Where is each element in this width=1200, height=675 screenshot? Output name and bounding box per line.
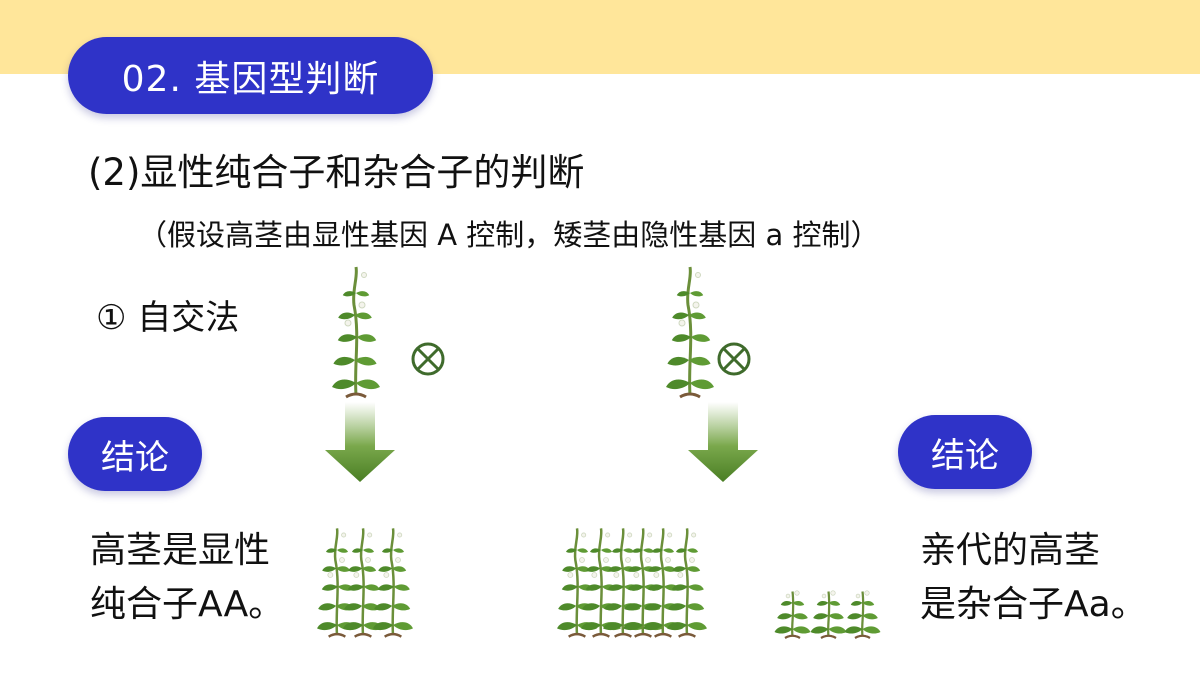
down-arrow-icon — [688, 402, 758, 482]
section-title: 02. 基因型判断 — [121, 58, 380, 100]
conclusion-label: 结论 — [101, 437, 169, 478]
pea-plant-icon — [840, 575, 885, 653]
self-cross-icon — [411, 342, 445, 376]
conclusion-line: 纯合子AA。 — [90, 584, 285, 625]
subtitle: (2)显性纯合子和杂合子的判断 — [88, 151, 585, 194]
pea-plant-icon — [368, 515, 418, 655]
method-label: ① 自交法 — [96, 298, 240, 338]
assumption-note: （假设高茎由显性基因 A 控制，矮茎由隐性基因 a 控制） — [138, 218, 880, 252]
self-cross-icon — [717, 342, 751, 376]
conclusion-pill-right: 结论 — [898, 415, 1032, 489]
conclusion-line: 是杂合子Aa。 — [920, 584, 1147, 625]
pea-plant-icon — [662, 515, 712, 655]
conclusion-text-left: 高茎是显性 纯合子AA。 — [90, 524, 284, 632]
conclusion-line: 高茎是显性 — [90, 530, 271, 571]
pea-plant-icon — [326, 265, 386, 405]
down-arrow-icon — [325, 402, 395, 482]
section-title-pill: 02. 基因型判断 — [68, 37, 433, 114]
conclusion-line: 亲代的高茎 — [920, 530, 1101, 571]
conclusion-text-right: 亲代的高茎 是杂合子Aa。 — [920, 524, 1147, 632]
conclusion-label: 结论 — [931, 435, 999, 476]
conclusion-pill-left: 结论 — [68, 417, 202, 491]
pea-plant-icon — [660, 265, 720, 405]
